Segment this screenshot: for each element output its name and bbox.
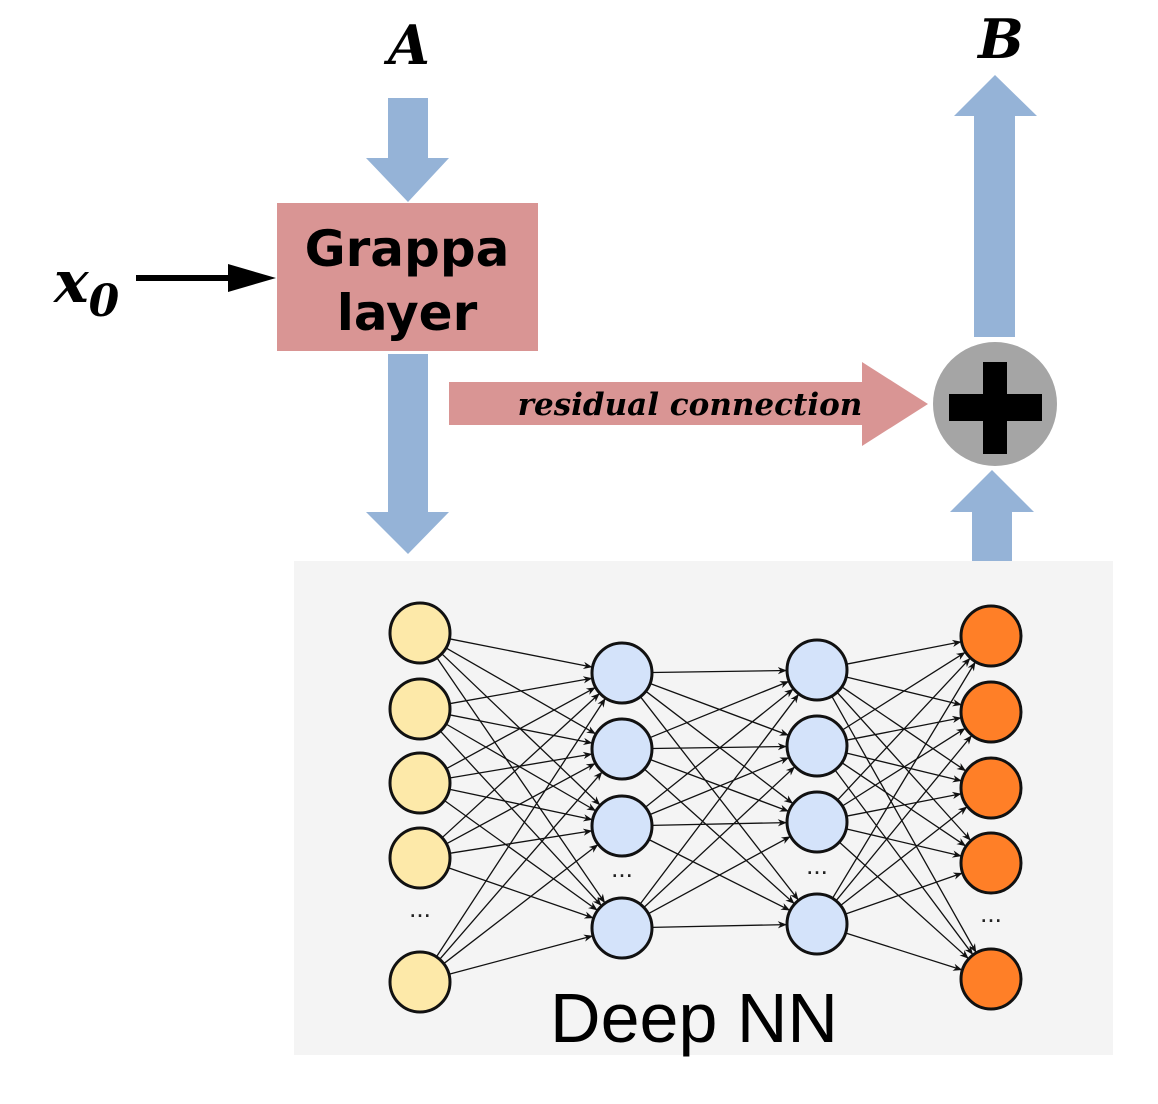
edge-hidden-2-0-to-output-0: [846, 639, 962, 665]
edge-hidden-1-2-to-hidden-2-0: [644, 688, 794, 808]
network-nodes: [388, 601, 1023, 1014]
edge-hidden-2-0-to-output-3: [836, 691, 971, 841]
output-node-2: [959, 756, 1023, 820]
output-ellipsis: ...: [980, 898, 1002, 928]
grappa-layer-box: [277, 203, 538, 351]
edge-hidden-2-1-to-output-4: [834, 769, 974, 955]
edge-input-1-to-hidden-1-3: [439, 730, 602, 906]
input-node-3: [388, 826, 452, 890]
edge-hidden-2-3-to-output-2: [840, 806, 968, 907]
edge-input-4-to-hidden-1-0: [435, 698, 606, 958]
input-node-0: [388, 601, 452, 665]
plus-icon: [949, 362, 1042, 454]
edge-hidden-1-3-to-hidden-2-0: [639, 693, 799, 905]
edge-input-2-to-hidden-1-3: [444, 799, 598, 911]
edge-input-4-to-hidden-1-3: [448, 934, 593, 975]
edge-input-4-to-hidden-1-1: [439, 771, 603, 960]
residual-connection-arrow: [449, 362, 928, 446]
hidden-2-node-0: [785, 638, 849, 702]
edge-hidden-2-2-to-output-2: [846, 791, 962, 817]
grappa-to-nn-arrow: [366, 354, 449, 554]
grappa-label-line1: Grappa: [305, 220, 510, 278]
edge-hidden-1-1-to-hidden-2-0: [649, 680, 790, 739]
x0-label: x0: [52, 248, 120, 327]
input-flow-arrow: [366, 98, 449, 202]
edge-input-4-to-hidden-1-2: [443, 844, 599, 965]
deep-nn-label: Deep NN: [550, 979, 838, 1057]
edge-hidden-2-2-to-output-3: [846, 828, 962, 858]
hidden-1-node-1: [590, 717, 654, 781]
edge-hidden-2-3-to-output-1: [835, 735, 972, 902]
hidden-1-node-3: [590, 896, 654, 960]
edge-hidden-2-1-to-output-0: [842, 652, 966, 731]
edge-hidden-1-3-to-hidden-2-1: [643, 766, 795, 908]
input-label-a: A: [383, 13, 430, 77]
hidden-1-node-0: [590, 641, 654, 705]
edge-input-2-to-hidden-1-0: [445, 687, 596, 770]
hidden-2-ellipsis: ...: [806, 850, 828, 880]
edge-input-3-to-hidden-1-3: [448, 867, 594, 919]
edge-input-3-to-hidden-1-1: [446, 763, 596, 845]
x0-input-arrow: [136, 264, 276, 292]
edge-input-0-to-hidden-1-0: [449, 638, 593, 669]
hidden-2-node-2: [785, 790, 849, 854]
edge-hidden-1-1-to-hidden-2-3: [643, 768, 795, 904]
edge-hidden-1-0-to-hidden-2-0: [651, 666, 787, 675]
edge-hidden-2-3-to-output-4: [845, 932, 963, 971]
edge-hidden-1-2-to-hidden-2-1: [649, 757, 790, 816]
edge-input-3-to-hidden-1-2: [449, 828, 593, 854]
edge-input-3-to-hidden-1-0: [441, 693, 600, 839]
x0-subscript: 0: [89, 276, 120, 327]
x0-arrowhead-icon: [228, 264, 276, 292]
edge-hidden-2-2-to-output-4: [838, 841, 969, 959]
input-node-1: [388, 677, 452, 741]
output-node-0: [959, 604, 1023, 668]
output-node-4: [959, 947, 1023, 1011]
x0-main: x: [52, 248, 90, 316]
edge-hidden-1-1-to-hidden-2-1: [651, 742, 787, 751]
edge-hidden-2-2-to-output-0: [837, 657, 971, 801]
edge-hidden-2-3-to-output-3: [845, 872, 963, 915]
edge-hidden-2-1-to-output-3: [841, 762, 967, 847]
edge-hidden-1-2-to-hidden-2-2: [651, 819, 787, 827]
input-node-2: [388, 751, 452, 815]
edge-hidden-1-3-to-hidden-2-3: [651, 921, 787, 929]
output-flow-arrow: [954, 75, 1037, 337]
output-node-1: [959, 680, 1023, 744]
input-node-4: [388, 950, 452, 1014]
hidden-1-ellipsis: ...: [611, 853, 633, 883]
edge-hidden-1-1-to-hidden-2-2: [649, 758, 789, 812]
edge-input-1-to-hidden-1-2: [445, 723, 596, 812]
network-ellipses: ............: [409, 850, 1002, 928]
edge-input-1-to-hidden-1-0: [449, 676, 593, 705]
hidden-1-node-2: [590, 794, 654, 858]
input-ellipsis: ...: [409, 893, 431, 923]
hidden-2-node-3: [785, 892, 849, 956]
residual-connection-label: residual connection: [518, 387, 863, 423]
network-edges: [435, 638, 977, 975]
edge-hidden-1-3-to-hidden-2-2: [648, 836, 791, 915]
output-label-b: B: [976, 7, 1024, 71]
hidden-2-node-1: [785, 714, 849, 778]
grappa-label-line2: layer: [337, 284, 478, 342]
edge-hidden-2-3-to-output-0: [831, 661, 976, 899]
edge-hidden-2-2-to-output-1: [842, 728, 966, 807]
output-node-3: [959, 831, 1023, 895]
nn-to-addition-arrow: [950, 470, 1034, 561]
